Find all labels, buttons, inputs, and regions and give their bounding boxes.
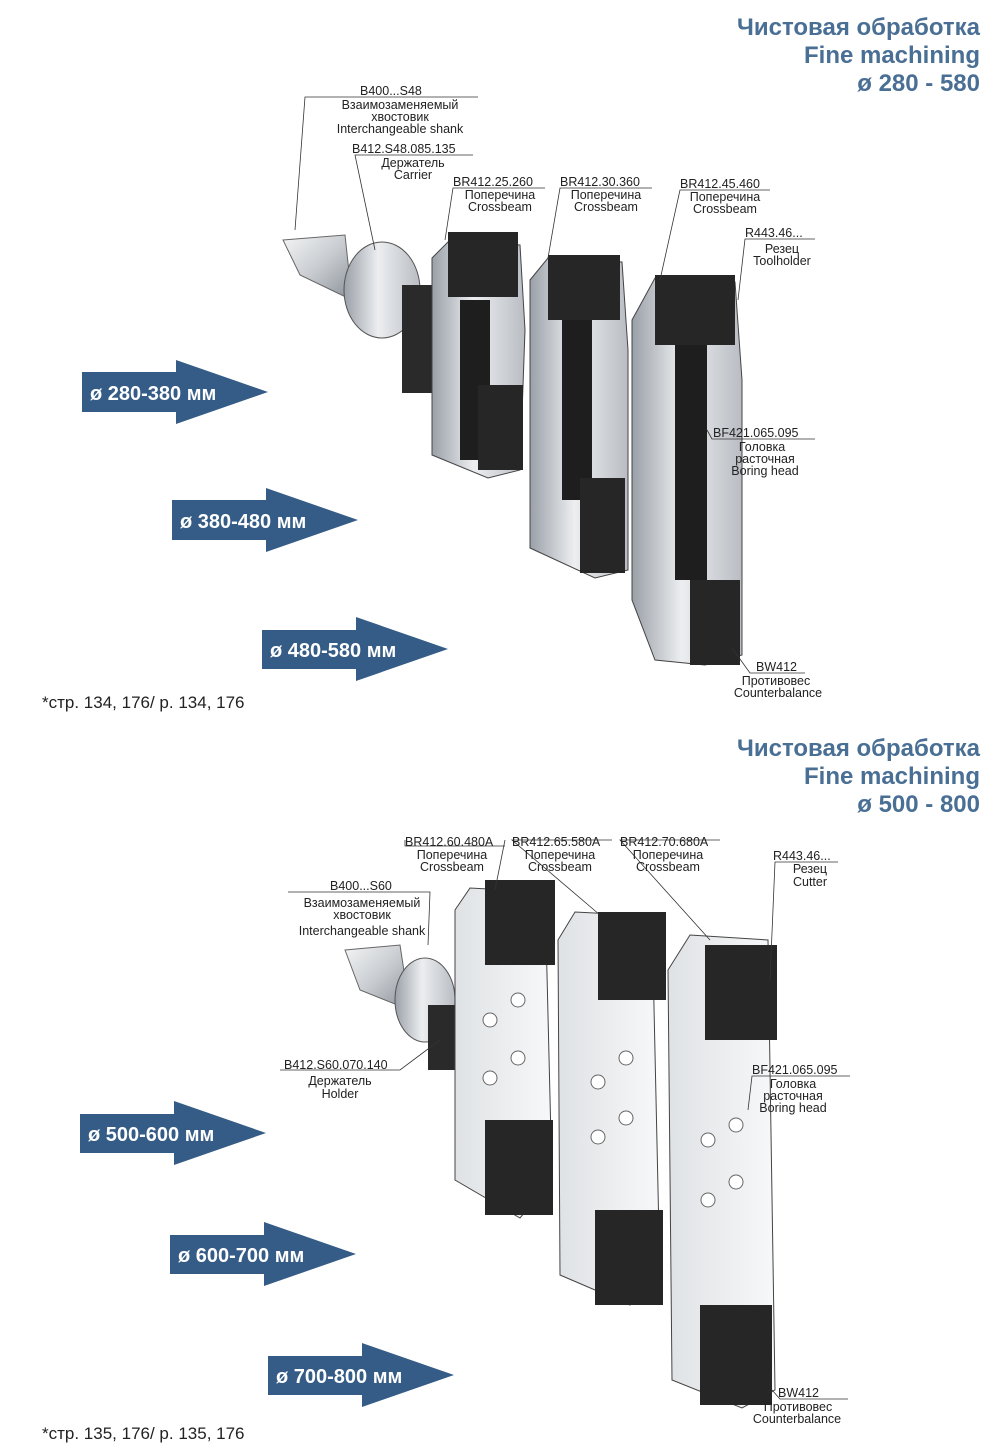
cb3-ru-label: Поперечина	[690, 190, 761, 204]
shank2-code-label: B400...S60	[330, 879, 392, 893]
cb2-code-label: BR412.30.360	[560, 175, 640, 189]
cb1-ru-label: Поперечина	[465, 188, 536, 202]
cb2-1-ru-label: Поперечина	[417, 848, 488, 862]
head2-ru1-label: Головка	[770, 1077, 816, 1091]
section2-arrow-2: ø 600-700 мм	[170, 1222, 356, 1286]
cb2-en-label: Crossbeam	[574, 200, 638, 214]
section2-labels: BR412.60.480A Поперечина Crossbeam BR412…	[284, 835, 841, 1426]
shank-code-label: B400...S48	[360, 84, 422, 98]
boring-head-3	[655, 275, 735, 345]
counterbalance-3	[690, 580, 740, 665]
holder-en-label: Holder	[322, 1087, 359, 1101]
cw-code-label: BW412	[756, 660, 797, 674]
section2-title: Чистовая обработка Fine machining ø 500 …	[737, 735, 980, 819]
shank-ru2-label: хвостовик	[371, 110, 429, 124]
shank-ru1-label: Взаимозаменяемый	[342, 98, 459, 112]
cb1-en-label: Crossbeam	[468, 200, 532, 214]
cw2-ru-label: Противовес	[764, 1400, 832, 1414]
shank-cone	[282, 234, 353, 301]
arrow-label: ø 700-800 мм	[276, 1366, 402, 1388]
shank2-en-label: Interchangeable shank	[299, 924, 426, 938]
holder-ru-label: Держатель	[308, 1074, 371, 1088]
section1-leaders	[294, 96, 815, 674]
crossbeam-2-3	[667, 934, 776, 1409]
counterbalance-2-2	[595, 1210, 663, 1305]
section1-assembly	[282, 232, 743, 666]
tool-code-label: R443.46...	[745, 226, 803, 240]
boring-head-2-1	[485, 880, 555, 965]
section1-labels: B400...S48 Взаимозаменяемый хвостовик In…	[337, 84, 822, 700]
section2-arrow-1: ø 500-600 мм	[80, 1101, 266, 1165]
cw-ru-label: Противовес	[742, 674, 810, 688]
head2-code-label: BF421.065.095	[752, 1063, 838, 1077]
arrow-label: ø 480-580 мм	[270, 640, 396, 662]
boring-head-2-2	[598, 912, 666, 1000]
cutter-ru-label: Резец	[793, 862, 827, 876]
section2-arrow-3: ø 700-800 мм	[268, 1343, 454, 1407]
section1-title: Чистовая обработка Fine machining ø 280 …	[737, 14, 980, 98]
cw2-en-label: Counterbalance	[753, 1412, 841, 1426]
arrow-label: ø 600-700 мм	[178, 1245, 304, 1267]
shank2-ru1-label: Взаимозаменяемый	[304, 896, 421, 910]
section2-title-en: Fine machining	[803, 763, 980, 790]
cb2-1-code-label: BR412.60.480A	[405, 835, 494, 849]
cb2-3-ru-label: Поперечина	[633, 848, 704, 862]
shank-en-label: Interchangeable shank	[337, 122, 464, 136]
counterbalance-2-1	[485, 1120, 553, 1215]
cw-en-label: Counterbalance	[734, 686, 822, 700]
head2-ru2-label: расточная	[763, 1089, 823, 1103]
section1-arrow-3: ø 480-580 мм	[262, 617, 448, 681]
arrow-label: ø 500-600 мм	[88, 1124, 214, 1146]
section2-leaders	[280, 839, 850, 1400]
head-code-label: BF421.065.095	[713, 426, 799, 440]
boring-head-2-3	[705, 945, 777, 1040]
section1-title-range: ø 280 - 580	[857, 70, 980, 97]
carrier-en-label: Carrier	[394, 168, 432, 182]
shank2-ru2-label: хвостовик	[333, 908, 391, 922]
cb2-1-en-label: Crossbeam	[420, 860, 484, 874]
crossbeam-3-slot	[675, 340, 707, 580]
head-en-label: Boring head	[731, 464, 798, 478]
counterbalance-2-3	[700, 1305, 772, 1405]
cb2-3-code-label: BR412.70.680A	[620, 835, 709, 849]
cb2-2-code-label: BR412.65.580A	[512, 835, 601, 849]
boring-head-1	[448, 232, 518, 297]
holder-block	[428, 1005, 456, 1070]
holder-code-label: B412.S60.070.140	[284, 1058, 388, 1072]
section1-page-ref-note: *стр. 134, 176/ p. 134, 176	[42, 693, 245, 712]
section2-page-ref-note: *стр. 135, 176/ p. 135, 176	[42, 1424, 245, 1443]
carrier-ru-label: Держатель	[381, 156, 444, 170]
cb2-2-ru-label: Поперечина	[525, 848, 596, 862]
section1-arrow-1: ø 280-380 мм	[82, 360, 268, 424]
section1-title-en: Fine machining	[803, 42, 980, 69]
cb2-2-en-label: Crossbeam	[528, 860, 592, 874]
cw2-code-label: BW412	[778, 1386, 819, 1400]
arrow-label: ø 380-480 мм	[180, 511, 306, 533]
cb2-ru-label: Поперечина	[571, 188, 642, 202]
section1-arrow-2: ø 380-480 мм	[172, 488, 358, 552]
tool-en-label: Toolholder	[753, 254, 811, 268]
boring-head-2	[548, 255, 620, 320]
cb1-code-label: BR412.25.260	[453, 175, 533, 189]
counterbalance-2	[580, 478, 625, 573]
section2-title-range: ø 500 - 800	[857, 791, 980, 818]
cb3-en-label: Crossbeam	[693, 202, 757, 216]
crossbeam-2-slot	[562, 320, 592, 500]
arrow-label: ø 280-380 мм	[90, 383, 216, 405]
section2-assembly	[344, 880, 777, 1409]
carrier-code-label: B412.S48.085.135	[352, 142, 456, 156]
head-ru2-label: расточная	[735, 452, 795, 466]
cb2-3-en-label: Crossbeam	[636, 860, 700, 874]
counterbalance-1	[478, 385, 523, 470]
cb3-code-label: BR412.45.460	[680, 177, 760, 191]
cutter-en-label: Cutter	[793, 875, 827, 889]
section1-title-ru: Чистовая обработка	[736, 14, 980, 41]
head2-en-label: Boring head	[759, 1101, 826, 1115]
section2-title-ru: Чистовая обработка	[736, 735, 980, 762]
tool-ru-label: Резец	[765, 242, 799, 256]
cutter-code-label: R443.46...	[773, 849, 831, 863]
head-ru1-label: Головка	[739, 440, 785, 454]
